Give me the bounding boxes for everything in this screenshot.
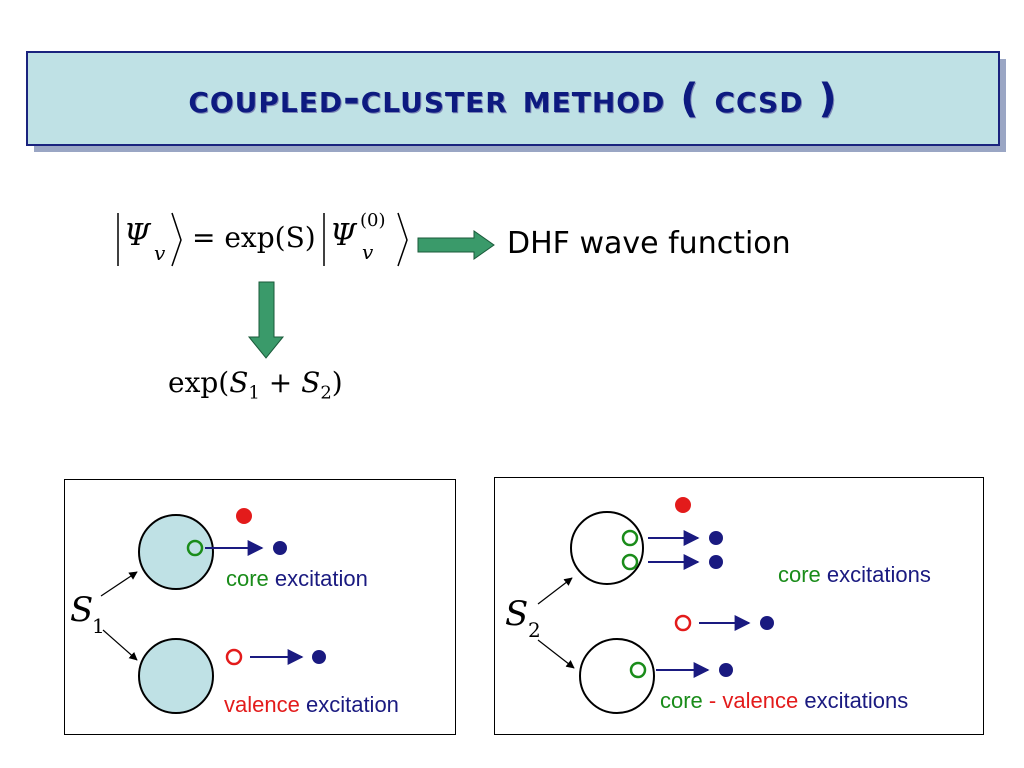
navy-dot bbox=[760, 616, 774, 630]
cv-dash: - bbox=[702, 688, 723, 713]
navy-dot bbox=[709, 555, 723, 569]
title-banner: Coupled-Cluster Method ( CCSD ) bbox=[26, 51, 1000, 146]
core-rest: excitations bbox=[826, 562, 931, 587]
s1-label: S bbox=[70, 590, 94, 630]
s2-label-subscript: 2 bbox=[528, 618, 541, 642]
expansion-pre: exp( bbox=[168, 366, 230, 399]
valence-excitation-label: valence excitation bbox=[224, 692, 399, 718]
red-dot bbox=[675, 497, 691, 513]
s2-label: S bbox=[505, 594, 529, 634]
valence-word: valence bbox=[224, 692, 300, 717]
s1-symbol: S bbox=[229, 366, 249, 399]
dhf-label: DHF wave function bbox=[507, 226, 791, 261]
valence-rest: excitation bbox=[305, 692, 399, 717]
core-valence-excitations-label: core - valence excitations bbox=[660, 688, 908, 714]
branch-arrow-down bbox=[537, 639, 575, 669]
core-word: core bbox=[778, 562, 821, 587]
cv-valence-word: valence bbox=[722, 688, 799, 713]
green-hole bbox=[186, 539, 204, 557]
psi0-symbol: Ψ bbox=[330, 218, 357, 253]
core-shell-circle bbox=[138, 514, 214, 590]
core-excitations-label: core excitations bbox=[778, 562, 931, 588]
psi0-subscript: v bbox=[362, 240, 374, 264]
psi-subscript: v bbox=[154, 241, 166, 265]
green-hole bbox=[621, 529, 639, 547]
arrow-right-icon bbox=[417, 230, 495, 260]
ket-angle-left bbox=[171, 212, 182, 267]
s2-symbol: S bbox=[301, 366, 321, 399]
plus-sign: + bbox=[259, 366, 302, 399]
branch-arrow-up bbox=[100, 571, 138, 597]
navy-dot bbox=[719, 663, 733, 677]
core-excitation-label: core excitation bbox=[226, 566, 368, 592]
red-dot bbox=[236, 508, 252, 524]
psi-symbol: Ψ bbox=[124, 218, 151, 253]
s1-label-subscript: 1 bbox=[92, 614, 105, 638]
navy-dot bbox=[312, 650, 326, 664]
exp-s-term: = exp(S) bbox=[192, 221, 316, 254]
s2-subscript: 2 bbox=[320, 382, 332, 404]
slide-title: Coupled-Cluster Method ( CCSD ) bbox=[188, 75, 838, 122]
valence-shell-circle-s2 bbox=[579, 638, 655, 714]
core-rest: excitation bbox=[274, 566, 368, 591]
branch-arrow-down bbox=[102, 629, 138, 661]
cv-core-word: core bbox=[660, 688, 703, 713]
navy-dot bbox=[273, 541, 287, 555]
red-hole bbox=[674, 614, 692, 632]
core-word: core bbox=[226, 566, 269, 591]
arrow-down-icon bbox=[247, 281, 285, 359]
navy-dot bbox=[709, 531, 723, 545]
branch-arrow-up bbox=[537, 577, 573, 605]
cv-rest: excitations bbox=[804, 688, 909, 713]
s1-subscript: 1 bbox=[248, 382, 260, 404]
ket-angle-right bbox=[397, 212, 408, 267]
expansion-formula: exp(S1 + S2) bbox=[168, 366, 343, 404]
psi0-superscript: (0) bbox=[360, 210, 386, 231]
green-hole bbox=[621, 553, 639, 571]
expansion-post: ) bbox=[331, 366, 343, 399]
red-hole bbox=[225, 648, 243, 666]
green-hole bbox=[629, 661, 647, 679]
panel-s1 bbox=[64, 479, 456, 735]
panel-s2 bbox=[494, 477, 984, 735]
core-shell-circle-s2 bbox=[570, 511, 644, 585]
valence-shell-circle bbox=[138, 638, 214, 714]
